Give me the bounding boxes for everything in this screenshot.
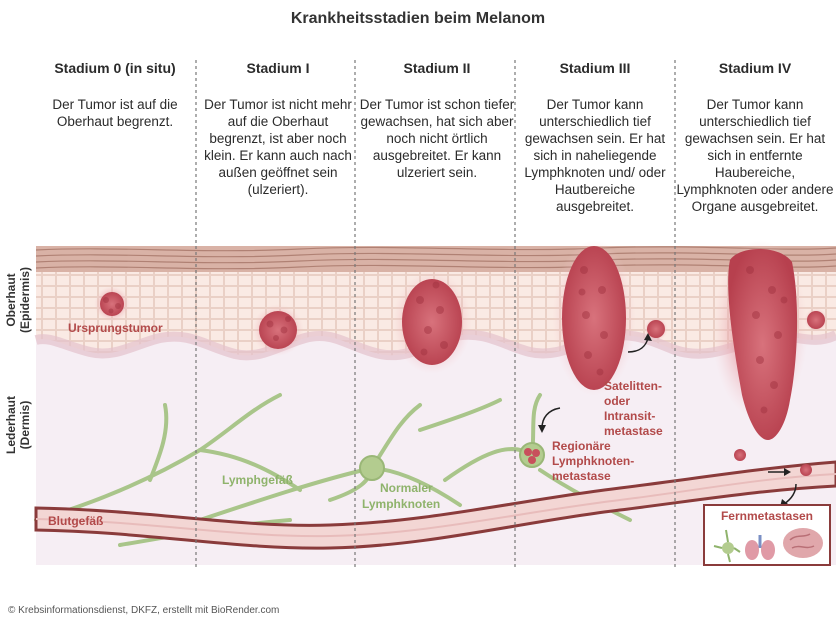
label-normal-node-2: Lymphknoten	[362, 497, 440, 511]
stage-3-title: Stadium III	[559, 60, 631, 76]
stage-0-description: Der Tumor ist auf die Oberhaut begrenzt.	[52, 97, 178, 129]
tumor-stage-4	[712, 240, 828, 476]
blood-vessel	[34, 460, 836, 550]
label-satellite-2: oder	[604, 394, 630, 408]
layer-epidermis-2: (Epidermis)	[18, 267, 32, 333]
label-satellite-3: Intransit-	[604, 409, 655, 423]
neuron-icon	[713, 529, 741, 563]
stage-4-description: Der Tumor kann unterschiedlich tief gewa…	[676, 97, 834, 214]
layer-epidermis-1: Oberhaut	[4, 273, 18, 326]
stage-1-description: Der Tumor ist nicht mehr auf die Oberhau…	[204, 97, 352, 197]
label-satellite-1: Satelitten-	[604, 379, 662, 393]
label-distant: Fernmetastasen	[721, 509, 813, 523]
brain-icon	[783, 528, 823, 558]
stage-2-description: Der Tumor ist schon tiefer gewachsen, ha…	[359, 97, 515, 180]
diagram-title: Krankheitsstadien beim Melanom	[290, 10, 546, 27]
credit-line: © Krebsinformationsdienst, DKFZ, erstell…	[8, 605, 280, 616]
normal-lymph-node	[359, 455, 385, 481]
stage-4-title: Stadium IV	[718, 60, 792, 76]
stage-0-column: Stadium 0 (in situ) Der Tumor ist auf di…	[36, 60, 194, 130]
lungs-icon	[745, 535, 775, 560]
layer-dermis-2: (Dermis)	[18, 401, 32, 450]
label-lymph-vessel: Lymphgefäß	[222, 473, 293, 487]
tumor-stage-2	[392, 270, 472, 374]
stage-1-title: Stadium I	[246, 60, 310, 76]
stage-0-title: Stadium 0 (in situ)	[54, 60, 176, 76]
label-normal-node-1: Normaler	[380, 481, 433, 495]
tumor-stage-1	[252, 304, 304, 356]
label-satellite-4: metastase	[604, 424, 663, 438]
layer-dermis-1: Lederhaut	[4, 396, 18, 454]
label-regional-1: Regionäre	[552, 439, 611, 453]
label-regional-2: Lymphknoten-	[552, 454, 634, 468]
label-primary-tumor: Ursprungstumor	[68, 321, 163, 335]
tumor-stage-0	[94, 286, 130, 322]
stage-4-column: Stadium IV Der Tumor kann unterschiedlic…	[676, 60, 834, 215]
label-blood-vessel: Blutgefäß	[48, 514, 103, 528]
tumor-stage-3	[552, 240, 668, 396]
label-regional-3: metastase	[552, 469, 611, 483]
stage-2-title: Stadium II	[403, 60, 471, 76]
stage-2-column: Stadium II Der Tumor ist schon tiefer ge…	[358, 60, 516, 181]
stage-3-description: Der Tumor kann unterschiedlich tief gewa…	[524, 97, 666, 214]
stage-1-column: Stadium I Der Tumor ist nicht mehr auf d…	[199, 60, 357, 198]
stage-3-column: Stadium III Der Tumor kann unterschiedli…	[516, 60, 674, 215]
